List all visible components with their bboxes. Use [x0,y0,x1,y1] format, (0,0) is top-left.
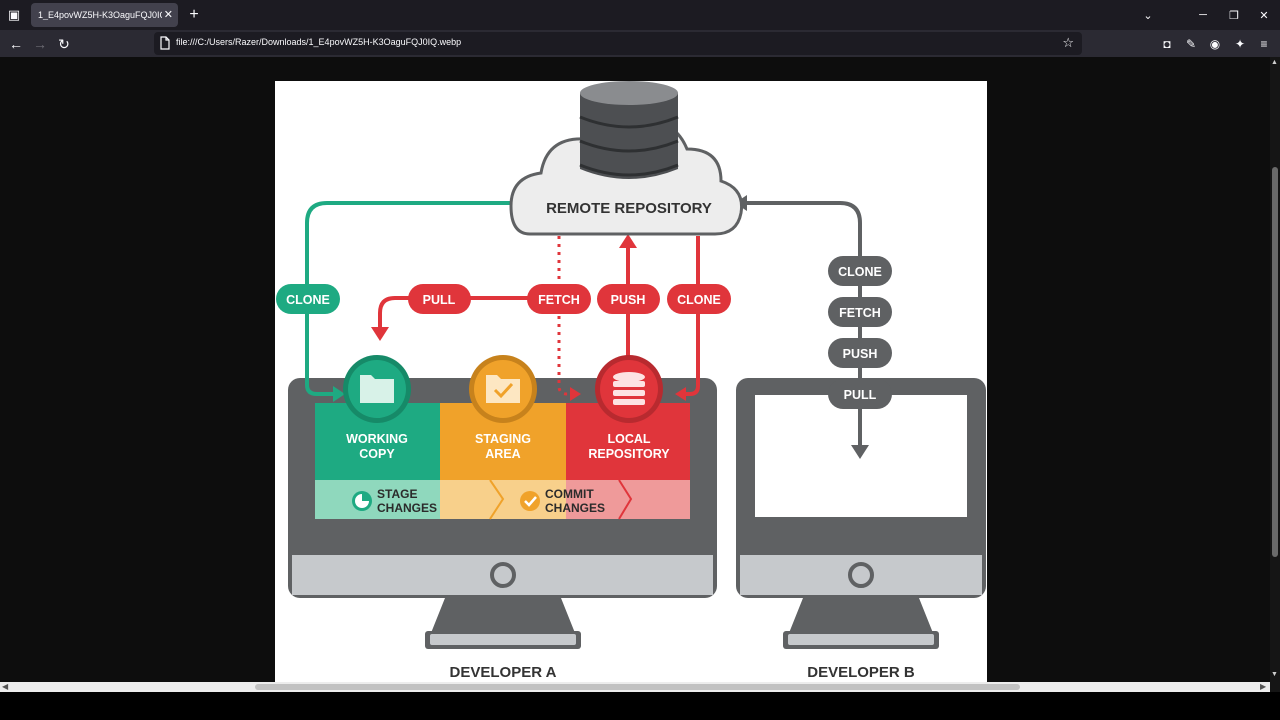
svg-text:PUSH: PUSH [843,347,878,361]
forward-button[interactable]: → [33,36,47,52]
horizontal-scroll-thumb[interactable] [255,684,1020,690]
monitor-developer-b [736,378,986,649]
svg-text:PUSH: PUSH [611,293,646,307]
tab-overflow-chevron-icon[interactable]: ⌄ [1143,9,1153,22]
reload-button[interactable]: ↻ [58,35,70,52]
staging-area-label-line2: AREA [485,447,520,461]
extensions-icon[interactable]: ✦ [1234,37,1246,51]
back-button[interactable]: ← [9,36,23,52]
url-text: file:///C:/Users/Razer/Downloads/1_E4pov… [176,37,462,47]
staging-area-panel [440,403,566,519]
window-close-button[interactable]: ✕ [1259,9,1269,22]
git-workflow-diagram: REMOTE REPOSITORY CLONE PULL FETCH PUSH … [276,81,986,681]
pull-line [378,296,529,331]
push-pill: PUSH [597,284,660,314]
svg-text:PULL: PULL [423,293,456,307]
tools-icon[interactable]: ✎ [1185,37,1197,51]
tab-title: 1_E4povWZ5H-K3OaguFQJ0IQ.webp [38,10,162,20]
local-repository-label-line2: REPOSITORY [588,447,670,461]
folder-icon [343,355,411,423]
database-icon [579,81,679,179]
remote-repository-label: REMOTE REPOSITORY [546,200,712,217]
svg-text:CLONE: CLONE [286,293,330,307]
scroll-right-arrow-icon[interactable]: ▶ [1260,682,1267,691]
tab-bar: ▣ 1_E4povWZ5H-K3OaguFQJ0IQ.webp ✕ + ⌄ ─ … [0,0,1280,30]
fetch-arrowhead [570,387,581,401]
developer-b-pull-pill: PULL [828,379,892,409]
developer-b-line [747,201,862,451]
list-all-tabs-icon[interactable]: ▣ [7,7,21,22]
stage-arrow-chevron [489,479,505,520]
local-repository-label-line1: LOCAL [607,432,650,446]
scrollbar-corner [1270,682,1280,692]
developer-b-clone-pill: CLONE [828,256,892,286]
account-icon[interactable]: ◉ [1209,37,1221,51]
bottom-bar [0,692,1280,720]
clone-left-arrowhead [333,386,345,402]
commit-changes-label-line1: COMMIT [545,487,594,501]
push-arrowhead [619,234,637,248]
clone-right-line [680,236,700,396]
svg-text:CLONE: CLONE [838,265,882,279]
developer-a-label: DEVELOPER A [450,664,557,681]
working-copy-panel [315,403,440,519]
pocket-icon[interactable]: ◘ [1163,37,1171,51]
stage-changes-icon [352,491,372,511]
commit-arrow-chevron [618,479,633,520]
scroll-down-arrow-icon[interactable]: ▼ [1271,671,1278,678]
stage-changes-label-line2: CHANGES [377,501,437,515]
tab-active[interactable]: 1_E4povWZ5H-K3OaguFQJ0IQ.webp ✕ [31,3,178,27]
developer-b-bottom-arrowhead [851,445,869,459]
pull-arrowhead [371,327,389,341]
commit-changes-label-line2: CHANGES [545,501,605,515]
developer-b-push-pill: PUSH [828,338,892,368]
staged-folder-check-icon [469,355,537,423]
svg-text:FETCH: FETCH [538,293,580,307]
bookmark-star-icon[interactable]: ☆ [1062,35,1074,50]
file-icon [160,36,170,50]
scroll-left-arrow-icon[interactable]: ◀ [2,682,9,691]
svg-text:FETCH: FETCH [839,306,881,320]
url-bar[interactable]: file:///C:/Users/Razer/Downloads/1_E4pov… [154,32,1082,55]
working-copy-label-line2: COPY [359,447,395,461]
clone-right-pill: CLONE [667,284,731,314]
new-tab-button[interactable]: + [189,6,199,23]
pull-pill: PULL [408,284,471,314]
clone-left-pill: CLONE [276,284,340,314]
menu-icon[interactable]: ≡ [1260,37,1268,51]
svg-text:PULL: PULL [844,388,877,402]
svg-text:CLONE: CLONE [677,293,721,307]
working-copy-label-line1: WORKING [346,432,408,446]
developer-b-label: DEVELOPER B [807,664,915,681]
fetch-line [557,236,575,396]
restore-button[interactable]: ❐ [1229,9,1239,22]
commit-check-icon [520,491,540,511]
local-database-icon [595,355,663,423]
git-workflow-image: REMOTE REPOSITORY CLONE PULL FETCH PUSH … [275,81,987,682]
navigation-toolbar: ← → ↻ file:///C:/Users/Razer/Downloads/1… [0,30,1280,57]
staging-area-label-line1: STAGING [475,432,531,446]
scroll-up-arrow-icon[interactable]: ▲ [1271,59,1278,66]
minimize-button[interactable]: ─ [1199,9,1207,21]
clone-right-arrowhead [675,387,686,401]
close-icon[interactable]: ✕ [163,9,173,21]
vertical-scroll-thumb[interactable] [1272,167,1278,557]
developer-b-fetch-pill: FETCH [828,297,892,327]
stage-changes-label-line1: STAGE [377,487,417,501]
horizontal-scrollbar[interactable]: ◀ ▶ [0,682,1270,692]
fetch-pill: FETCH [527,284,591,314]
vertical-scrollbar[interactable]: ▲ ▼ [1270,57,1280,682]
